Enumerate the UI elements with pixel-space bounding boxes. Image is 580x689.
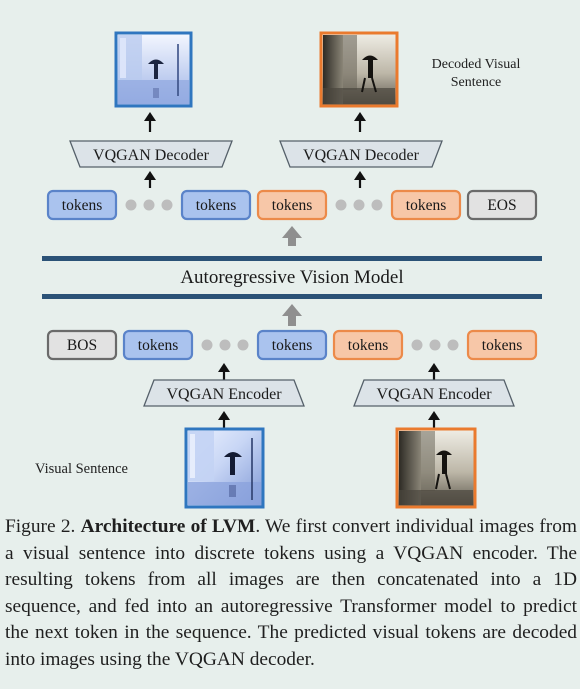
svg-text:tokens: tokens (62, 197, 102, 214)
svg-text:VQGAN Encoder: VQGAN Encoder (376, 386, 492, 403)
svg-text:VQGAN Encoder: VQGAN Encoder (166, 386, 282, 403)
decoded-visual-sentence-label-line2: Sentence (451, 75, 502, 90)
arrow-up-icon (428, 363, 440, 380)
svg-text:tokens: tokens (272, 337, 312, 354)
vqgan-decoder-right: VQGAN Decoder (279, 140, 443, 168)
output-token-blue: tokens (46, 189, 118, 221)
decoded-visual-sentence-label-line1: Decoded Visual (432, 57, 521, 72)
input-token-orange: tokens (332, 329, 404, 361)
autoregressive-vision-model: Autoregressive Vision Model (42, 256, 542, 299)
arrow-up-icon (354, 112, 366, 132)
ellipsis-dots-icon (125, 199, 173, 211)
arrow-up-icon (218, 411, 230, 428)
lvm-architecture-diagram: Decoded Visual Sentence VQGAN Decoder VQ… (35, 31, 542, 509)
arrow-up-icon (218, 363, 230, 380)
svg-text:tokens: tokens (348, 337, 388, 354)
arrow-up-icon (144, 112, 156, 132)
output-token-blue: tokens (180, 189, 252, 221)
ellipsis-dots-icon (411, 339, 459, 351)
ellipsis-dots-icon (335, 199, 383, 211)
caption-body: . We first convert individual images fro… (5, 516, 577, 670)
svg-text:EOS: EOS (487, 197, 516, 214)
arrow-up-icon (428, 411, 440, 428)
output-token-orange: tokens (390, 189, 462, 221)
ellipsis-dots-icon (201, 339, 249, 351)
output-token-eos: EOS (466, 189, 538, 221)
input-image-orange (395, 427, 477, 509)
svg-text:tokens: tokens (196, 197, 236, 214)
vqgan-decoder-left: VQGAN Decoder (69, 140, 233, 168)
vqgan-encoder-right: VQGAN Encoder (353, 379, 515, 407)
visual-sentence-label: Visual Sentence (35, 461, 128, 477)
svg-text:tokens: tokens (482, 337, 522, 354)
arrow-up-icon (144, 171, 156, 188)
svg-text:tokens: tokens (272, 197, 312, 214)
figure-caption: Figure 2. Architecture of LVM. We first … (5, 514, 577, 674)
arrow-up-icon (282, 226, 302, 246)
input-token-bos: BOS (46, 329, 118, 361)
caption-prefix: Figure 2. (5, 516, 81, 537)
vqgan-encoder-left: VQGAN Encoder (143, 379, 305, 407)
input-image-blue (184, 427, 265, 509)
decoded-image-orange (319, 31, 399, 108)
svg-text:VQGAN Decoder: VQGAN Decoder (93, 147, 210, 164)
svg-text:VQGAN Decoder: VQGAN Decoder (303, 147, 420, 164)
svg-text:tokens: tokens (406, 197, 446, 214)
svg-text:BOS: BOS (67, 337, 97, 354)
decoded-image-blue (114, 31, 193, 108)
svg-text:Autoregressive Vision Model: Autoregressive Vision Model (180, 267, 403, 288)
input-token-blue: tokens (122, 329, 194, 361)
arrow-up-icon (282, 304, 302, 326)
output-token-orange: tokens (256, 189, 328, 221)
input-token-blue: tokens (256, 329, 328, 361)
svg-text:tokens: tokens (138, 337, 178, 354)
caption-title: Architecture of LVM (80, 516, 256, 537)
input-token-orange: tokens (466, 329, 538, 361)
arrow-up-icon (354, 171, 366, 188)
